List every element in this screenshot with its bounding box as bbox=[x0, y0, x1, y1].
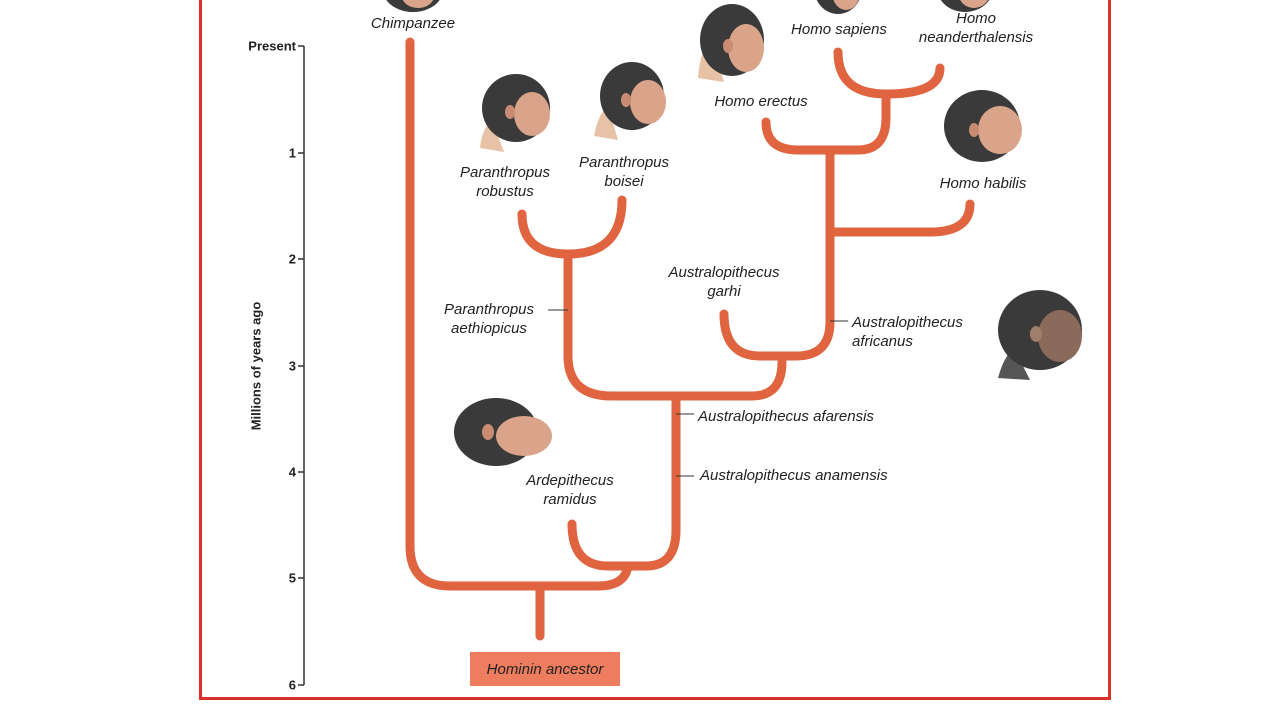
label-homo-habilis: Homo habilis bbox=[939, 175, 1027, 192]
branch-paranthropus-robustus bbox=[517, 209, 573, 259]
hominin-head-icon bbox=[698, 4, 764, 82]
branch-anamensis-afarensis bbox=[623, 391, 681, 571]
label-chimpanzee: Chimpanzee bbox=[370, 15, 456, 32]
hominin-head-icon bbox=[944, 90, 1022, 162]
label-australopithecus-anamensis: Australopithecus anamensis bbox=[700, 467, 888, 484]
branch-australopithecus-stem bbox=[671, 357, 787, 401]
diagram-frame bbox=[199, 0, 1111, 700]
tick-1: 1 bbox=[288, 145, 296, 161]
branch-homo-sapiens bbox=[833, 47, 891, 99]
hominin-head-icon bbox=[816, 0, 860, 14]
tick-3: 3 bbox=[288, 358, 296, 374]
hominin-head-icon bbox=[454, 398, 552, 466]
branch-paranthropus-boisei bbox=[563, 195, 627, 259]
hominin-head-icon bbox=[998, 290, 1082, 380]
tick-present: Present bbox=[248, 38, 296, 54]
branch-garhi bbox=[719, 309, 787, 361]
hominin-head-icon bbox=[594, 62, 666, 140]
branch-chimpanzee bbox=[405, 37, 545, 591]
hominin-head-icon bbox=[480, 74, 550, 152]
hominin-head-icon bbox=[386, 0, 440, 12]
branch-africanus-homo bbox=[777, 145, 835, 361]
tick-5: 5 bbox=[288, 570, 296, 586]
label-homo-erectus: Homo erectus bbox=[714, 93, 808, 110]
tick-4: 4 bbox=[288, 464, 296, 480]
label-homo-sapiens: Homo sapiens bbox=[791, 21, 887, 38]
branch-homo-habilis bbox=[825, 199, 975, 237]
hominin-head-icon bbox=[940, 0, 990, 12]
label-australopithecus-afarensis: Australopithecus afarensis bbox=[698, 408, 874, 425]
tick-6: 6 bbox=[288, 677, 296, 693]
tick-2: 2 bbox=[288, 251, 296, 267]
branch-homo-erectus bbox=[761, 117, 835, 155]
hominin-ancestor-box: Hominin ancestor bbox=[470, 652, 620, 686]
branch-paranthropus-stem bbox=[563, 249, 681, 401]
axis-title: Millions of years ago bbox=[248, 301, 264, 431]
branch-homo-neanderthalensis bbox=[881, 63, 945, 99]
label-hominin-ancestor: Hominin ancestor bbox=[486, 660, 604, 678]
branch-homo-late bbox=[825, 89, 891, 155]
branch-ardipithecus bbox=[567, 519, 633, 571]
